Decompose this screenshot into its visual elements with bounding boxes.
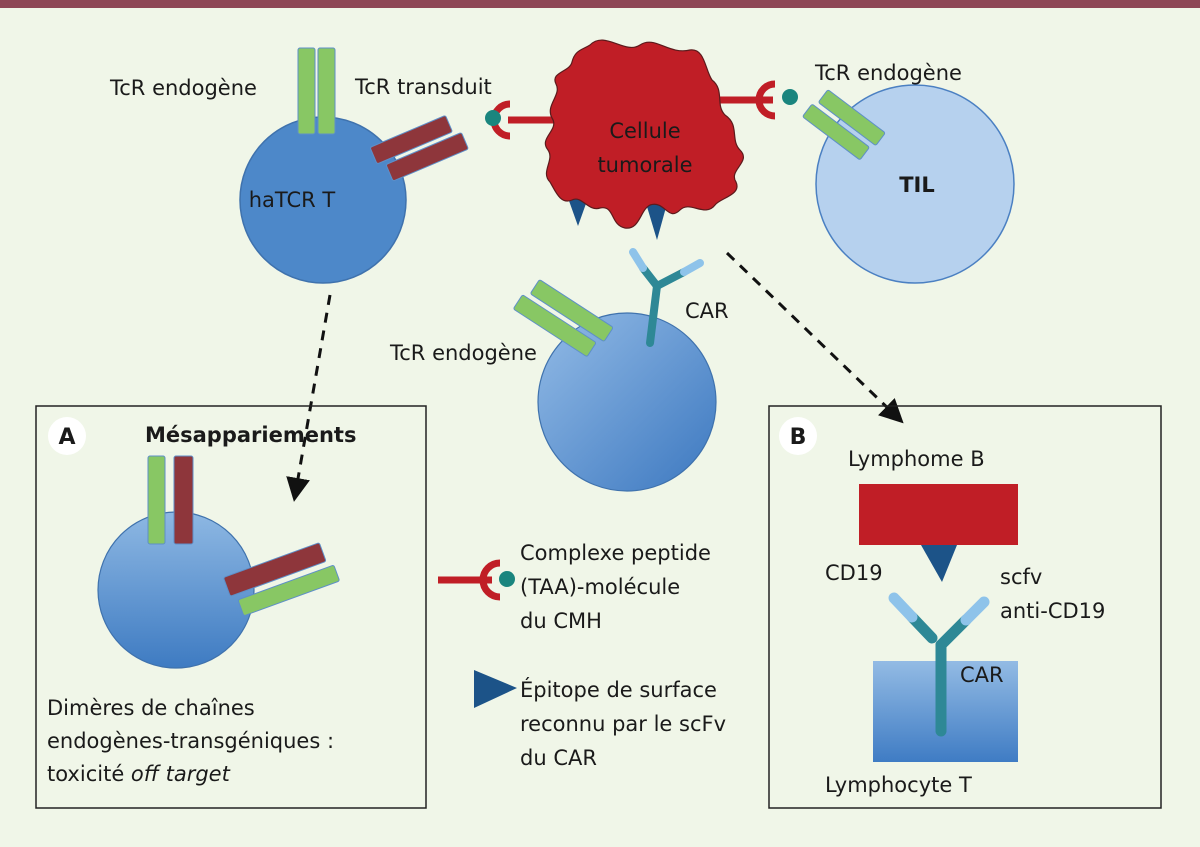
- legend-epitope-line3: du CAR: [520, 746, 597, 770]
- cd19-epitope-icon: [921, 545, 957, 582]
- tcr-transduced-receptor: [370, 115, 469, 181]
- panel-b-car-label: CAR: [960, 663, 1004, 687]
- panel-b-cd19-label: CD19: [825, 561, 883, 585]
- til-cell: TIL TcR endogène: [802, 61, 1015, 284]
- legend-mhc-line3: du CMH: [520, 609, 602, 633]
- til-cell-label: TIL: [899, 173, 935, 197]
- top-accent-bar: [0, 0, 1200, 8]
- car-cell-body: [537, 312, 717, 492]
- legend-epitope-line2: reconnu par le scFv: [520, 712, 726, 736]
- hatcr-cell-label: haTCR T: [249, 188, 336, 212]
- panel-a-caption-line3: toxicité off target: [47, 762, 231, 786]
- panel-b-t-cell-label: Lymphocyte T: [825, 773, 972, 797]
- panel-a-caption-normal: toxicité: [47, 762, 131, 786]
- legend-mhc-line1: Complexe peptide: [520, 541, 711, 565]
- legend-mhc-line2: (TAA)-molécule: [520, 575, 680, 599]
- tumor-label-line2: tumorale: [597, 153, 692, 177]
- panel-b-scfv-line1: scfv: [1000, 565, 1042, 589]
- panel-a-caption-italic: off target: [131, 762, 231, 786]
- legend-epitope: Épitope de surface reconnu par le scFv d…: [474, 670, 726, 770]
- panel-b-lymphoma-label: Lymphome B: [848, 447, 985, 471]
- tumor-label-line1: Cellule: [609, 119, 680, 143]
- panel-a-caption-line2: endogènes-transgéniques :: [47, 729, 334, 753]
- panel-a-frame: [35, 405, 427, 809]
- mhc-peptide-complex-left: [485, 100, 560, 140]
- til-tcr-endogenous-label: TcR endogène: [814, 61, 962, 85]
- tumor-cell: Cellule tumorale: [485, 39, 798, 240]
- dashed-arrow-to-panel-a: [286, 294, 332, 502]
- car-tcr-endogenous-receptor: [513, 279, 614, 357]
- legend-mhc-complex: Complexe peptide (TAA)-molécule du CMH: [438, 541, 711, 633]
- panel-b: B Lymphome B CD19 scfv anti-CD19 CAR Lym…: [768, 405, 1162, 809]
- legend-epitope-line1: Épitope de surface: [520, 677, 717, 702]
- car-tcr-endogenous-label: TcR endogène: [389, 341, 537, 365]
- hatcr-t-cell: haTCR T TcR endogène TcR transduit: [109, 47, 492, 284]
- mhc-cup-icon: [479, 559, 501, 601]
- tcr-endogenous-receptor: [297, 47, 336, 135]
- car-label: CAR: [685, 299, 729, 323]
- panel-a: A Mésappariements Dimères de chaînes end…: [35, 405, 427, 809]
- panel-a-title: Mésappariements: [145, 423, 356, 447]
- panel-a-badge-circle: [48, 417, 86, 455]
- panel-b-badge: B: [790, 425, 807, 450]
- tumor-cell-body: [544, 39, 744, 229]
- panel-b-car-receptor: [888, 592, 990, 737]
- tumor-surface-epitopes: [568, 198, 668, 240]
- peptide-dot: [485, 110, 501, 126]
- lymphoma-b-cell: [859, 484, 1018, 545]
- epitope-triangle-icon: [474, 670, 517, 708]
- car-receptor: [629, 248, 704, 347]
- hatcr-tcr-endogenous-label: TcR endogène: [109, 76, 257, 100]
- car-t-cell: CAR TcR endogène: [389, 248, 729, 492]
- panel-b-scfv-line2: anti-CD19: [1000, 599, 1105, 623]
- mismatch-angled-dimer: [223, 542, 340, 616]
- panel-a-caption-line1: Dimères de chaînes: [47, 696, 255, 720]
- panel-b-frame: [768, 405, 1162, 809]
- epitope-icon: [568, 198, 588, 226]
- mismatch-vertical-dimer: [147, 455, 194, 545]
- panel-a-badge: A: [58, 425, 75, 450]
- epitope-icon: [645, 200, 668, 240]
- peptide-dot-icon: [499, 571, 515, 587]
- legend: Complexe peptide (TAA)-molécule du CMH É…: [438, 541, 726, 770]
- panel-b-badge-circle: [779, 417, 817, 455]
- hatcr-tcr-transduced-label: TcR transduit: [354, 75, 492, 99]
- mhc-peptide-complex-right: [720, 80, 798, 120]
- dashed-arrow-to-panel-b: [725, 251, 904, 424]
- til-tcr-endogenous-receptor: [802, 89, 886, 160]
- peptide-dot: [782, 89, 798, 105]
